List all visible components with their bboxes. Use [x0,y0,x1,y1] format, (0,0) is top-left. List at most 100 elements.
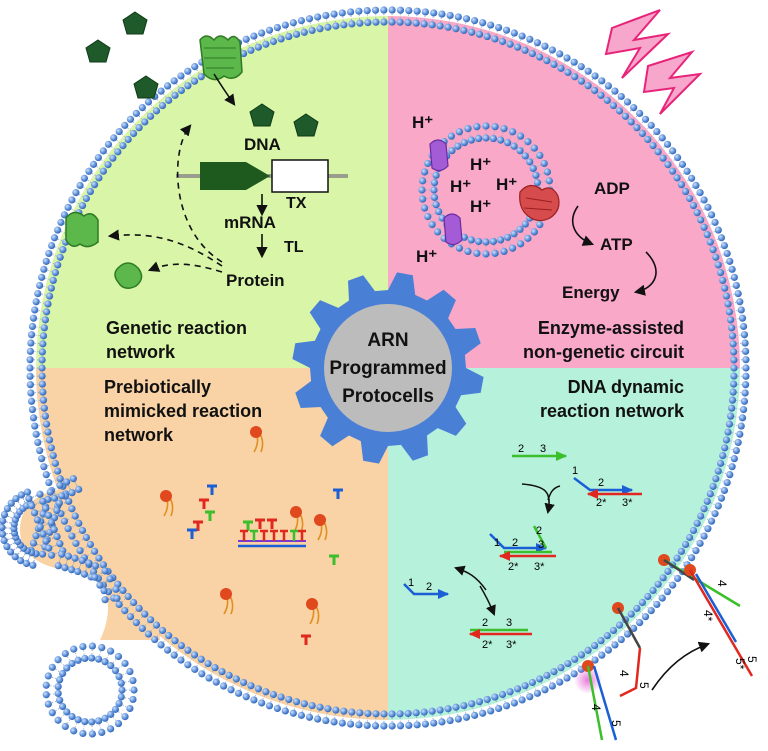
lipid-head [356,19,364,27]
lipid-head [44,700,52,708]
lipid-head [404,18,412,27]
oligomer-chain [238,529,306,548]
domain-label: 1 [408,577,414,589]
lipid-head [322,716,330,725]
lipid-head [26,347,34,355]
lipid-head [60,517,69,525]
lipid-head [141,610,149,618]
lipid-head [70,727,78,735]
lipid-head [121,713,129,721]
lipid-head [674,153,682,162]
lipid-head [736,430,744,438]
lipid-head [682,187,690,196]
proton-label: H⁺ [470,197,491,216]
lipid-head [281,21,289,29]
lipid-head [738,414,747,422]
lipid-head [420,204,429,212]
lipid-head [438,10,446,18]
lipid-head [404,709,412,718]
lipid-head [460,233,468,241]
lipid-head [165,96,173,104]
reaction-arrow [521,483,555,515]
lipid-head [506,688,514,696]
lipid-head [413,721,421,729]
lipid-head [446,11,454,20]
lipid-head [45,292,54,300]
lipid-head [163,82,172,90]
lipid-head [138,104,146,112]
lipid-head [703,497,711,505]
lipid-head [497,236,505,244]
lipid-head [78,556,86,565]
domain-label: 3 [538,539,544,551]
prebiotic-network: Prebiotically mimicked reaction network [104,377,343,645]
domain-label: 4 [715,580,729,587]
lipid-head [95,174,103,182]
lipid-head [72,189,80,197]
lipid-head [115,127,123,136]
lipid-head [94,153,102,162]
lipid-head [39,340,47,348]
lipid-head [254,685,262,693]
lipid-head [482,238,490,246]
lipid-head [704,525,712,533]
nucleotide-icon [193,520,203,531]
lipid-head [728,332,737,340]
lipid-head [135,604,143,612]
lipid-head [71,512,79,520]
lipid-head [682,540,690,549]
lipid-head [54,716,62,724]
lipid-head [135,124,143,132]
lipid-head [420,20,428,28]
product-duplex: 2 3 2* 3* [468,617,532,651]
lipid-head [355,7,363,15]
lipid-head [412,19,420,27]
lipid-head [428,221,436,229]
lipid-head [739,322,748,331]
lipid-head [467,136,475,144]
domain-label: 5 [745,656,759,663]
lipid-head [736,298,744,306]
lipid-head [372,710,380,718]
nucleotide-icon [187,528,197,539]
lipid-head [722,436,731,444]
lipid-head [413,7,421,15]
lipid-head [297,17,305,25]
lipid-head [144,630,153,638]
lipid-head [177,656,185,664]
lipid-head [119,141,127,150]
lipid-head [41,316,49,324]
lipid-head [526,35,534,43]
lipid-head [36,523,44,531]
lipid-head [44,428,52,436]
lipid-head [510,230,518,238]
lipid-head [26,364,34,372]
lipid-head [11,553,19,561]
domain-label: 3* [534,561,545,573]
lipid-head [487,21,495,29]
lipid-head [487,707,495,715]
lipid-head [79,729,87,738]
lipid-head [521,220,529,228]
lipid-head [364,18,372,27]
lipid-head [741,339,749,347]
lipid-head [693,519,701,527]
lipid-head [41,412,49,420]
lipid-head [716,269,725,277]
lipid-head [78,201,87,210]
lipid-head [709,482,717,490]
lipid-head [42,691,50,699]
lipid-head [121,659,129,667]
lipid-head [49,452,57,460]
lipid-head [348,20,356,28]
lipid-head [47,284,55,292]
lipid-head [430,178,439,187]
lipid-head [88,730,96,738]
lipid-head [240,49,248,58]
lipid-head [700,196,708,204]
lipid-head [38,356,46,364]
lipid-head [88,642,96,650]
lipid-head [636,109,644,117]
nucleotide-icon [267,518,277,529]
lipid-head [115,672,123,681]
